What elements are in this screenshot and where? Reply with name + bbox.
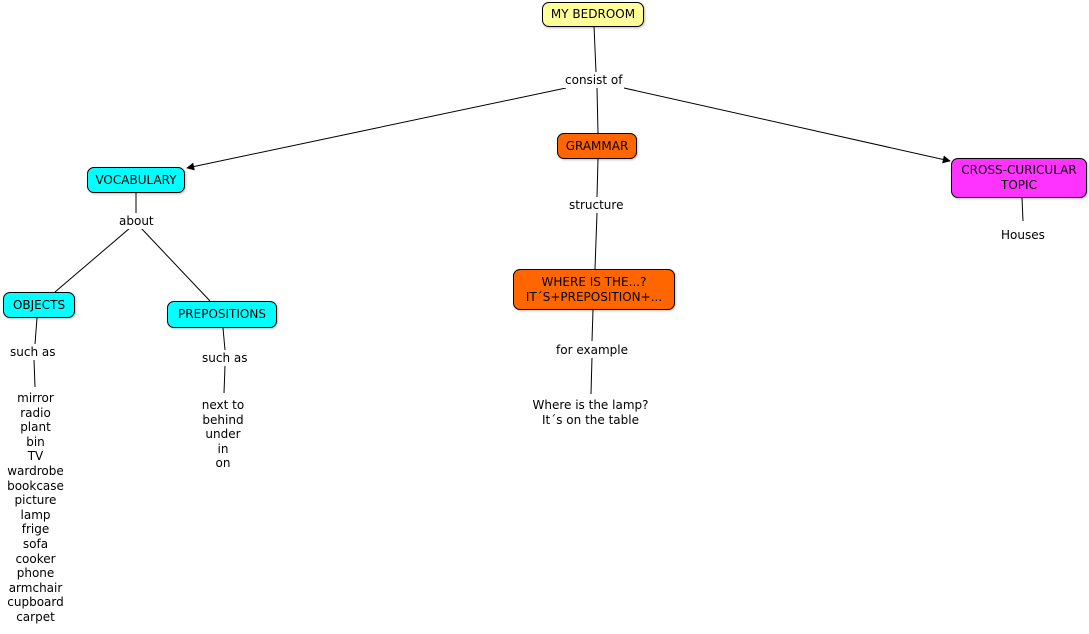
edge-prepositions-suchas	[222, 327, 226, 351]
edge-consist-grammar	[596, 87, 599, 134]
edge-grammar-structure	[596, 158, 599, 198]
edge-objects-suchas	[34, 317, 38, 345]
link-about: about	[117, 214, 156, 229]
edge-where-forexample	[591, 309, 594, 342]
text-objects-list: mirror radio plant bin TV wardrobe bookc…	[3, 391, 68, 625]
text-houses: Houses	[999, 228, 1047, 243]
edge-cross-houses	[1021, 197, 1024, 222]
link-structure: structure	[567, 198, 626, 213]
link-consist-of: consist of	[563, 73, 625, 88]
edge-consist-cross	[623, 87, 951, 164]
node-my-bedroom[interactable]: MY BEDROOM	[542, 2, 644, 27]
node-prepositions[interactable]: PREPOSITIONS	[167, 301, 277, 328]
edge-suchas-preplist	[223, 365, 226, 394]
link-prepositions-such-as: such as	[200, 351, 250, 366]
node-cross-curricular[interactable]: CROSS-CURICULAR TOPIC	[951, 158, 1087, 198]
edge-about-objects	[54, 227, 131, 293]
node-vocabulary[interactable]: VOCABULARY	[87, 167, 185, 193]
node-objects[interactable]: OBJECTS	[3, 292, 75, 318]
edge-bedroom-consist	[593, 25, 597, 73]
node-grammar[interactable]: GRAMMAR	[557, 133, 637, 159]
edge-suchas-list	[33, 359, 36, 388]
node-where-is[interactable]: WHERE IS THE...? IT´S+PREPOSITION+...	[513, 269, 675, 310]
edge-about-prepositions	[140, 227, 211, 302]
link-for-example: for example	[554, 343, 630, 358]
edge-structure-where	[594, 212, 598, 270]
text-prepositions-list: next to behind under in on	[198, 398, 248, 471]
text-example: Where is the lamp? It´s on the table	[528, 398, 653, 428]
link-objects-such-as: such as	[8, 345, 58, 360]
edge-forexample-example	[590, 356, 593, 395]
edge-consist-vocabulary	[186, 87, 567, 171]
